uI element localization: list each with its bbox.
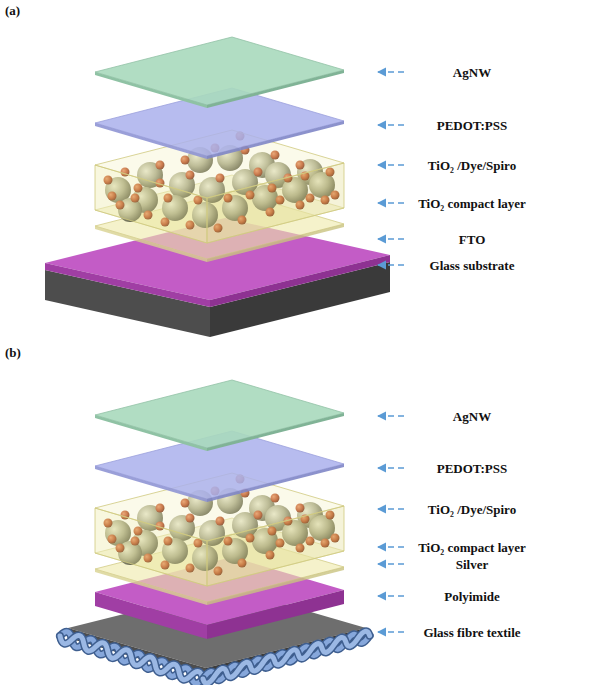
leader-arrows-part [378, 595, 404, 596]
layer-label: PEDOT:PSS [437, 119, 508, 132]
leader-arrows-part [378, 202, 404, 203]
layer-label: TiO₂ compact layer [418, 197, 526, 210]
layer-label: TiO₂ /Dye/Spiro [428, 159, 516, 172]
layer-label: TiO₂ /Dye/Spiro [428, 503, 516, 516]
glass-fibre-textile-part [203, 631, 370, 683]
leader-arrows-part [378, 563, 404, 564]
leader-arrows-part [378, 467, 404, 468]
glass-fibre-textile-part [60, 632, 203, 683]
fto-layer-part [45, 263, 210, 307]
leader-arrows-part [378, 264, 404, 265]
layer-label: Polyimide [444, 590, 500, 603]
glass-fibre-textile-part [60, 635, 203, 679]
layer-label: Glass fibre textile [423, 626, 520, 639]
glass-fibre-textile-part [60, 632, 203, 683]
layer-label: AgNW [453, 66, 491, 79]
layer-label: Glass substrate [430, 259, 515, 272]
glass-fibre-textile-part [203, 631, 370, 683]
panel-label: (b) [5, 346, 21, 359]
leader-arrows [378, 72, 404, 632]
upper-layers-a [95, 37, 344, 262]
layer-label: Silver [456, 558, 489, 571]
panel-label: (a) [5, 4, 20, 17]
leader-arrows-part [378, 546, 404, 547]
leader-arrows-part [378, 124, 404, 125]
glass-fibre-textile-part [60, 635, 203, 679]
leader-arrows-part [378, 415, 404, 416]
leader-arrows-part [378, 238, 404, 239]
glass-fibre-textile [60, 631, 370, 683]
upper-layers-b [95, 380, 344, 605]
layer-label: AgNW [453, 410, 491, 423]
leader-arrows-part [378, 508, 404, 509]
leader-arrows-part [378, 164, 404, 165]
fto-layer-part [210, 255, 390, 307]
layer-label: TiO₂ compact layer [418, 541, 526, 554]
layer-label: PEDOT:PSS [437, 462, 508, 475]
layer-label: FTO [459, 233, 486, 246]
leader-arrows-part [378, 631, 404, 632]
leader-arrows-part [378, 71, 404, 72]
